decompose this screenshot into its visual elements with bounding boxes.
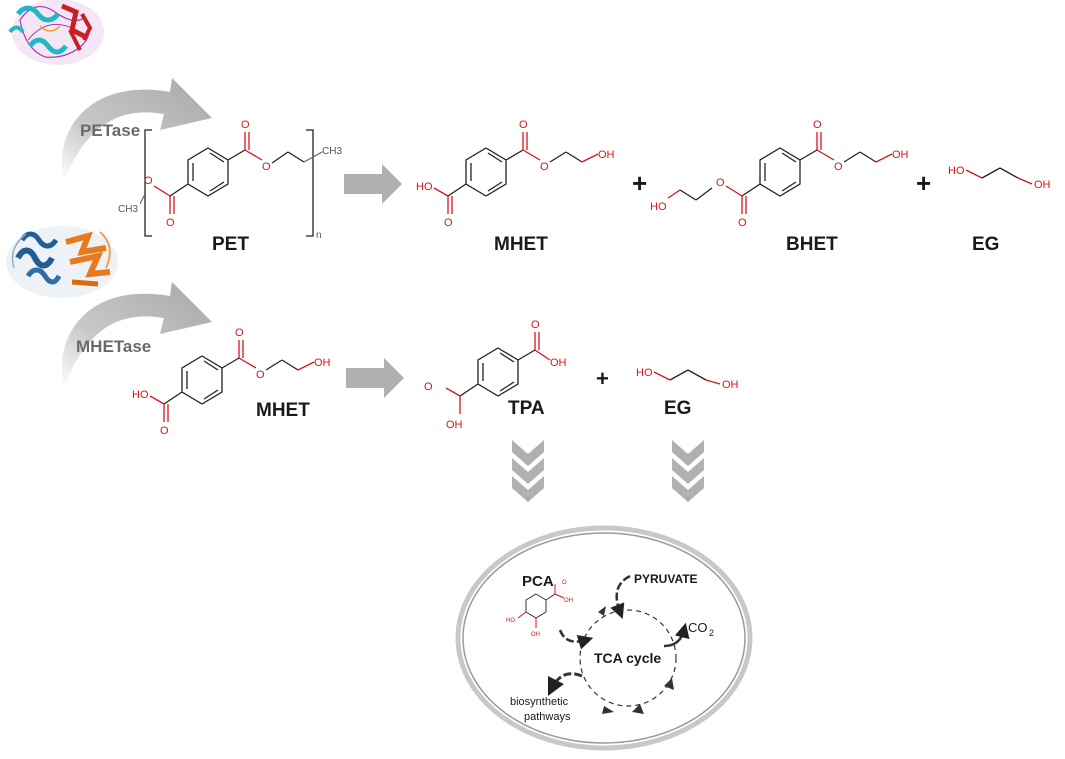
eg-product-structure-1: HO OH EG — [948, 165, 1051, 255]
pca-oh: OH — [531, 632, 540, 638]
eg-product-structure-2: HO OH EG — [636, 367, 739, 419]
pca-structure: O OH HO OH — [506, 580, 573, 638]
petase-label: PETase — [80, 121, 140, 140]
plus-sign-1: + — [632, 168, 647, 198]
eg2-ho: HO — [636, 367, 653, 379]
bhet-hydroxyl-left: HO — [650, 201, 667, 213]
tca-cycle-label: TCA cycle — [594, 650, 661, 666]
mhet-acid-o: O — [444, 217, 453, 229]
mhet2-acid-oh: HO — [132, 389, 149, 401]
tpa-carbonyl-o-top: O — [531, 319, 540, 331]
petase-curved-arrow: PETase — [61, 78, 212, 182]
mhet-hydroxyl: OH — [598, 149, 615, 161]
tpa-oh-top: OH — [550, 357, 567, 369]
pca-to-tca-arrow — [558, 629, 594, 650]
mhetase-label: MHETase — [76, 337, 151, 356]
eg-label-1: EG — [972, 234, 999, 255]
chevron-down-arrows-eg — [672, 440, 704, 502]
tpa-carbonyl-o-left: O — [424, 381, 433, 393]
reaction-arrow-1 — [344, 164, 402, 204]
co2-label: CO — [688, 620, 708, 635]
petase-protein-structure-icon — [8, 0, 104, 65]
mhet2-hydroxyl: OH — [314, 357, 331, 369]
pyruvate-to-tca-arrow — [610, 574, 631, 620]
reaction-arrow-2 — [346, 358, 404, 398]
mhet-carbonyl-o: O — [519, 119, 528, 131]
left-bracket — [144, 129, 152, 237]
eg-label-2: EG — [664, 398, 691, 419]
mhet2-acid-o: O — [160, 425, 169, 437]
mhet2-ester-o: O — [256, 369, 265, 381]
bhet-hydroxyl-right: OH — [892, 149, 909, 161]
mhetase-protein-structure-icon — [6, 226, 118, 298]
mhet-reactant-structure: O O OH O HO MHET — [132, 327, 331, 437]
mhet-reactant-label: MHET — [256, 400, 310, 421]
repeat-unit-n: n — [316, 230, 322, 241]
pca-oh-acid: OH — [564, 598, 573, 604]
bacterial-cell: PCA O OH HO OH TCA cycle PYRUVATE CO 2 — [455, 525, 753, 751]
tpa-oh-bottom: OH — [446, 419, 463, 431]
eg2-oh: OH — [722, 379, 739, 391]
chevron-down-arrows-tpa — [512, 440, 544, 502]
biosynthetic-label-1: biosynthetic — [510, 696, 569, 708]
carbonyl-oxygen: O — [241, 119, 250, 131]
bhet-structure: O O OH O O HO BHET — [650, 119, 909, 255]
pyruvate-label: PYRUVATE — [634, 572, 698, 586]
bhet-ester-o-left: O — [716, 177, 725, 189]
bhet-label: BHET — [786, 234, 838, 255]
mhet-acid-oh: HO — [416, 181, 433, 193]
biosynthetic-label-2: pathways — [524, 711, 571, 723]
methyl-end-left: CH3 — [118, 204, 138, 215]
right-bracket — [306, 129, 314, 237]
pet-label: PET — [212, 234, 249, 255]
tpa-structure: O OH O OH TPA — [424, 319, 567, 431]
pca-o: O — [562, 580, 567, 586]
tca-to-biosynthesis-arrow — [547, 672, 583, 697]
eg1-ho: HO — [948, 165, 965, 177]
ester-oxygen-left: O — [144, 175, 153, 187]
tca-to-co2-arrow — [663, 622, 690, 648]
tpa-label: TPA — [508, 398, 545, 419]
mhet-product-label: MHET — [494, 234, 548, 255]
mhet2-carbonyl-o: O — [235, 327, 244, 339]
pca-label: PCA — [522, 573, 554, 590]
plus-sign-3: + — [596, 366, 609, 391]
mhetase-curved-arrow: MHETase — [61, 282, 212, 388]
carbonyl-oxygen-left: O — [166, 217, 175, 229]
plus-sign-2: + — [916, 168, 931, 198]
ester-oxygen: O — [262, 161, 271, 173]
tca-cycle-circle — [579, 609, 677, 707]
pet-structure: n O O CH3 O O CH3 PET — [118, 119, 342, 255]
co2-subscript: 2 — [709, 628, 714, 638]
bhet-carbonyl-o-right: O — [813, 119, 822, 131]
eg1-oh: OH — [1034, 179, 1051, 191]
mhet-ester-o: O — [540, 161, 549, 173]
methyl-end-right: CH3 — [322, 146, 342, 157]
benzene-ring — [187, 147, 229, 197]
bhet-carbonyl-o-left: O — [738, 217, 747, 229]
bhet-ester-o-right: O — [834, 161, 843, 173]
mhet-product-structure: O O OH O HO MHET — [416, 119, 615, 255]
pca-ho: HO — [506, 618, 515, 624]
